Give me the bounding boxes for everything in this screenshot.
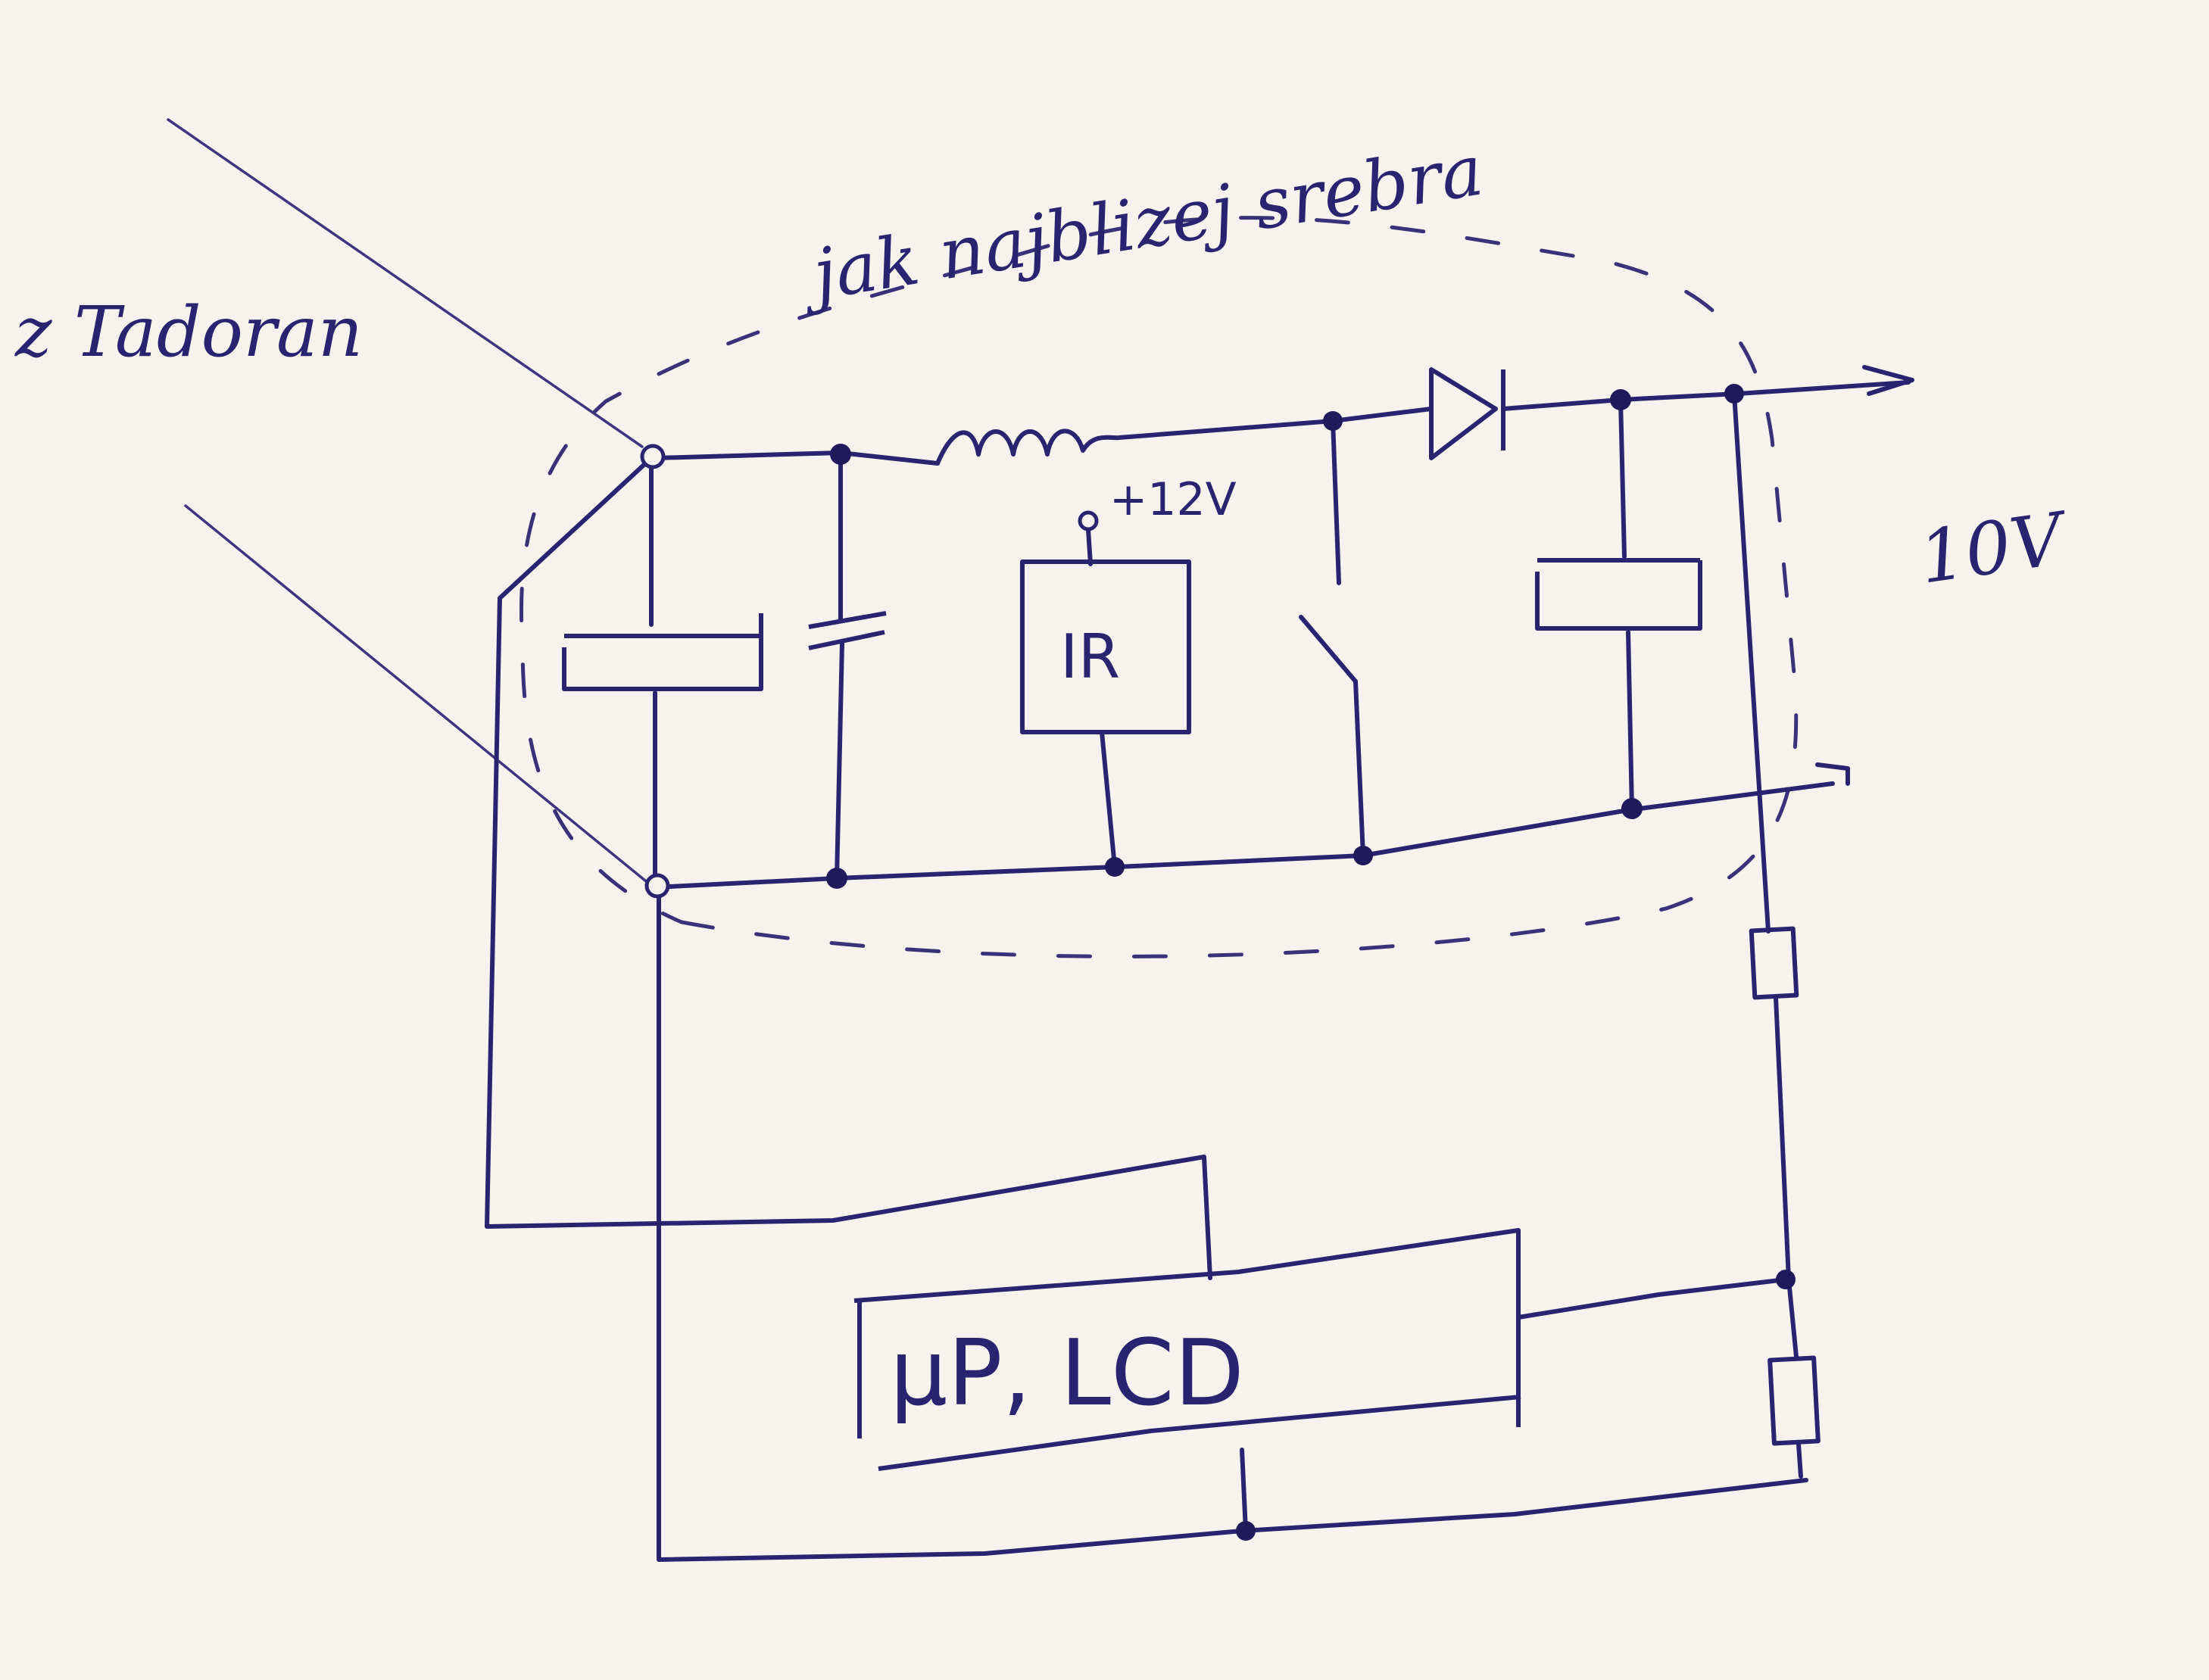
- ir-ground-lead: [1100, 730, 1117, 869]
- junction-dot: [1105, 857, 1125, 877]
- junction-dot: [1776, 1270, 1796, 1289]
- electrolytic-capacitor-right: [1535, 558, 1702, 631]
- resistor-lower: [1768, 1355, 1821, 1446]
- lead-wire-top: [167, 118, 644, 448]
- top-rail-mid: [1117, 407, 1434, 440]
- lead-wire-bottom: [184, 504, 651, 886]
- inductor: [935, 429, 1122, 466]
- junction-dot: [644, 873, 670, 899]
- bottom-rail: [653, 781, 1835, 890]
- diode: [1429, 367, 1505, 460]
- ir-supply-lead: [1086, 528, 1093, 566]
- junction-dots: [640, 384, 1796, 1541]
- cap2-lead-bottom: [835, 641, 844, 881]
- source-label: z Tadoran: [14, 291, 363, 372]
- sense-line: [1516, 1277, 1788, 1320]
- ir-block: [1020, 559, 1191, 734]
- cap3-lead-top: [1618, 397, 1627, 559]
- output-arrow: [1862, 365, 1914, 396]
- junction-dot: [826, 868, 847, 889]
- output-terminal-bottom: [1815, 762, 1850, 786]
- right-vertical-wire-mid: [1774, 996, 1791, 1282]
- supply-voltage-label: +12V: [1109, 473, 1237, 526]
- processor-ground-lead: [1240, 1448, 1248, 1533]
- junction-dot: [1621, 798, 1643, 819]
- top-rail-left: [653, 450, 940, 466]
- junction-dot: [1353, 846, 1373, 865]
- processor-block-label: µP, LCD: [890, 1321, 1244, 1426]
- junction-dot: [1724, 384, 1744, 404]
- switch-lead-top: [1331, 419, 1341, 585]
- switch-contact: [1299, 615, 1358, 684]
- junction-dot: [1610, 389, 1631, 410]
- ceramic-capacitor: [808, 611, 887, 650]
- note-label: jak najblizej srebra: [795, 129, 1488, 317]
- junction-dot: [830, 444, 851, 465]
- electrolytic-capacitor-left: [562, 613, 763, 691]
- output-voltage-label: 10V: [1914, 497, 2074, 600]
- boundary-dashed-outline: [519, 216, 1799, 958]
- junction-dot: [1323, 411, 1343, 431]
- ir-block-label: IR: [1060, 622, 1120, 692]
- right-vertical-wire-top: [1732, 391, 1771, 934]
- ground-return-wire: [657, 890, 1808, 1562]
- right-vertical-wire-low: [1786, 1277, 1803, 1479]
- switch-lead-bottom: [1353, 679, 1365, 858]
- supply-terminal: [1078, 510, 1099, 531]
- cap3-lead-bottom: [1626, 630, 1634, 812]
- top-rail-right: [1501, 380, 1911, 411]
- junction-dot: [640, 444, 666, 469]
- resistor-upper: [1749, 926, 1799, 1000]
- processor-block: [853, 1228, 1521, 1471]
- junction-dot: [1236, 1521, 1256, 1541]
